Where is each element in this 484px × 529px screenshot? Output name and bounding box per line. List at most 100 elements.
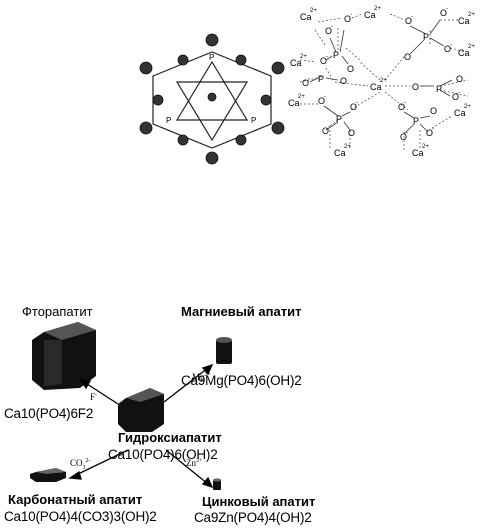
- svg-text:2+: 2+: [344, 144, 351, 150]
- hexagonal-cell-diagram: P P P: [139, 33, 285, 165]
- svg-text:2+: 2+: [468, 44, 475, 50]
- svg-text:O: O: [347, 64, 354, 74]
- calcium-charges: 2+ 2+ 2+ 2+ 2+ 2+ 2+ 2+ 2+ 2+: [298, 6, 475, 150]
- svg-text:2+: 2+: [464, 104, 471, 110]
- carbonate-apatite-formula: Ca10(PO4)4(CO3)3(OH)2: [4, 509, 157, 524]
- svg-text:P: P: [333, 50, 339, 60]
- svg-text:Ca: Ca: [412, 148, 424, 158]
- svg-text:-: -: [432, 126, 434, 132]
- svg-text:P: P: [413, 116, 419, 126]
- svg-text:O: O: [325, 26, 332, 36]
- svg-text:O: O: [344, 14, 351, 24]
- svg-text:Ca: Ca: [458, 16, 470, 26]
- upper-triangle: [175, 60, 249, 121]
- coordination-structure: P P P P P P Ca Ca Ca Ca Ca Ca Ca Ca Ca C…: [288, 6, 475, 158]
- calcium-ions: Ca Ca Ca Ca Ca Ca Ca Ca Ca Ca: [288, 10, 470, 158]
- svg-text:O: O: [398, 102, 405, 112]
- arrow-to-carbonate: [73, 449, 129, 477]
- svg-text:2+: 2+: [310, 8, 317, 14]
- svg-text:-: -: [331, 24, 333, 30]
- svg-text:O: O: [350, 102, 357, 112]
- oxygen-charges: - - - - - - - - - - - - - -: [308, 6, 460, 136]
- svg-text:-: -: [450, 42, 452, 48]
- svg-text:2+: 2+: [374, 6, 381, 12]
- svg-text:O: O: [320, 56, 327, 66]
- outer-hexagon: [152, 51, 272, 149]
- svg-text:Ca: Ca: [454, 108, 466, 118]
- svg-text:Ca: Ca: [334, 148, 346, 158]
- svg-text:2+: 2+: [380, 78, 387, 84]
- arrow-to-fluorapatite: [83, 381, 119, 405]
- carbonate-apatite-name: Карбонатный апатит: [8, 492, 143, 507]
- substitution-diagram: [30, 322, 232, 490]
- p-label-right: P: [251, 116, 256, 125]
- oxygen-atoms: O O O O O O O O O O O O O O O O O O O O …: [302, 8, 463, 142]
- zinc-apatite-formula: Ca9Zn(PO4)4(OH)2: [194, 510, 312, 525]
- zinc-apatite-name: Цинковый апатит: [202, 494, 316, 509]
- svg-text:-: -: [350, 12, 352, 18]
- svg-text:O: O: [400, 132, 407, 142]
- carbonate-apatite-crystal: [30, 468, 66, 482]
- svg-text:O: O: [440, 8, 447, 18]
- svg-text:-: -: [404, 100, 406, 106]
- svg-text:O: O: [302, 78, 309, 88]
- hydroxyapatite-crystal: [118, 388, 164, 432]
- svg-text:Ca: Ca: [370, 82, 382, 92]
- svg-text:O: O: [412, 82, 419, 92]
- svg-text:2+: 2+: [300, 54, 307, 60]
- svg-text:-: -: [411, 14, 413, 20]
- svg-text:-: -: [446, 6, 448, 12]
- svg-text:Ca: Ca: [364, 10, 376, 20]
- arrow-to-zinc: [165, 449, 209, 485]
- p-label-top: P: [209, 53, 214, 62]
- svg-text:O: O: [404, 52, 411, 62]
- arrow-to-magnesium: [163, 367, 209, 403]
- svg-text:O: O: [426, 128, 433, 138]
- hydroxyapatite-formula: Ca10(PO4)6(OH)2: [108, 447, 218, 462]
- svg-text:-: -: [406, 130, 408, 136]
- svg-text:Ca: Ca: [288, 98, 300, 108]
- fluorapatite-crystal: [32, 322, 96, 390]
- svg-text:P: P: [318, 74, 324, 84]
- calcium-atoms: [139, 33, 285, 165]
- svg-text:-: -: [326, 54, 328, 60]
- svg-text:O: O: [340, 76, 347, 86]
- svg-text:2+: 2+: [298, 94, 305, 100]
- svg-text:O: O: [444, 44, 451, 54]
- svg-text:P: P: [436, 84, 442, 94]
- svg-text:O: O: [452, 92, 459, 102]
- svg-text:P: P: [423, 32, 429, 42]
- carbonate-ion-label: CO32-: [70, 458, 91, 471]
- magnesium-ion-label: Mg2+: [192, 372, 211, 382]
- fluorapatite-formula: Ca10(PO4)6F2: [4, 406, 94, 421]
- svg-text:O: O: [405, 16, 412, 26]
- svg-text:O: O: [456, 74, 463, 84]
- svg-text:O: O: [348, 128, 355, 138]
- svg-text:-: -: [328, 124, 330, 130]
- svg-text:-: -: [458, 90, 460, 96]
- svg-text:O: O: [318, 96, 325, 106]
- svg-text:Ca: Ca: [458, 48, 470, 58]
- fluoride-ion-label: F-: [90, 392, 98, 402]
- svg-text:Ca: Ca: [300, 12, 312, 22]
- svg-text:P: P: [336, 114, 342, 124]
- svg-text:-: -: [324, 94, 326, 100]
- svg-text:-: -: [308, 76, 310, 82]
- p-label-left: P: [166, 116, 171, 125]
- zinc-ion-label: Zn2+: [186, 458, 203, 468]
- magnesium-apatite-crystal: [216, 337, 232, 364]
- magnesium-apatite-name: Магниевый апатит: [181, 304, 302, 319]
- svg-text:O: O: [430, 106, 437, 116]
- lower-triangle: [175, 81, 249, 142]
- bonds: [309, 19, 453, 135]
- zinc-apatite-crystal: [213, 478, 221, 490]
- fluorapatite-name: Фторапатит: [22, 304, 93, 319]
- svg-text:Ca: Ca: [290, 58, 302, 68]
- magnesium-apatite-formula: Ca9Mg(PO4)6(OH)2: [181, 373, 302, 388]
- hydroxyapatite-name: Гидроксиапатит: [118, 430, 222, 445]
- svg-text:2+: 2+: [468, 12, 475, 18]
- svg-text:2+: 2+: [422, 144, 429, 150]
- svg-text:-: -: [356, 100, 358, 106]
- phosphate-groups: P P P P P P: [318, 32, 442, 126]
